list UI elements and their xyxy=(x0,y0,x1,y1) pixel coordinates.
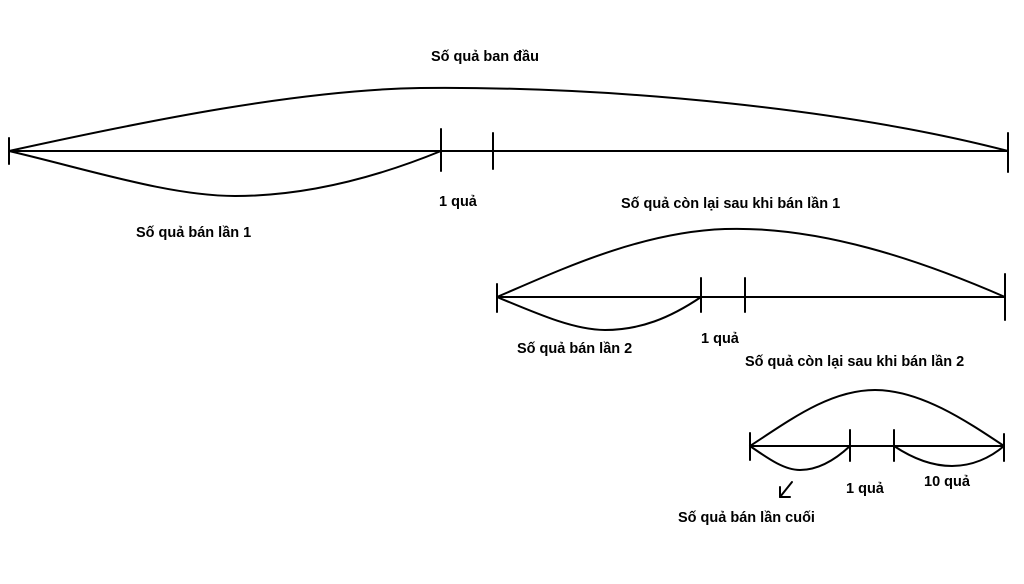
label-one-fruit-2: 1 quả xyxy=(701,331,739,347)
label-sold-last: Số quả bán lần cuối xyxy=(678,510,815,526)
brace-ten-fruits xyxy=(893,445,1005,467)
diagram-remaining-after-1 xyxy=(496,227,1006,331)
brace-initial-total xyxy=(8,86,1009,152)
label-one-fruit-3: 1 quả xyxy=(846,481,884,497)
label-remaining-after-1: Số quả còn lại sau khi bán lần 1 xyxy=(621,196,841,212)
label-ten-fruits: 10 quả xyxy=(924,474,970,490)
brace-remaining-after-2 xyxy=(749,389,1005,447)
label-sold-first: Số quả bán lần 1 xyxy=(136,225,252,241)
arrow-icon xyxy=(779,481,793,498)
label-initial-total: Số quả ban đầu xyxy=(431,49,539,65)
diagram-remaining-after-2 xyxy=(749,389,1005,498)
brace-sold-first xyxy=(8,150,442,197)
label-one-fruit-1: 1 quả xyxy=(439,194,477,210)
diagram-initial-total xyxy=(8,86,1009,197)
brace-remaining-after-1 xyxy=(496,227,1006,298)
brace-sold-last xyxy=(749,445,851,471)
label-sold-second: Số quả bán lần 2 xyxy=(517,341,633,357)
label-remaining-after-2: Số quả còn lại sau khi bán lần 2 xyxy=(745,354,965,370)
brace-sold-second xyxy=(496,296,702,331)
